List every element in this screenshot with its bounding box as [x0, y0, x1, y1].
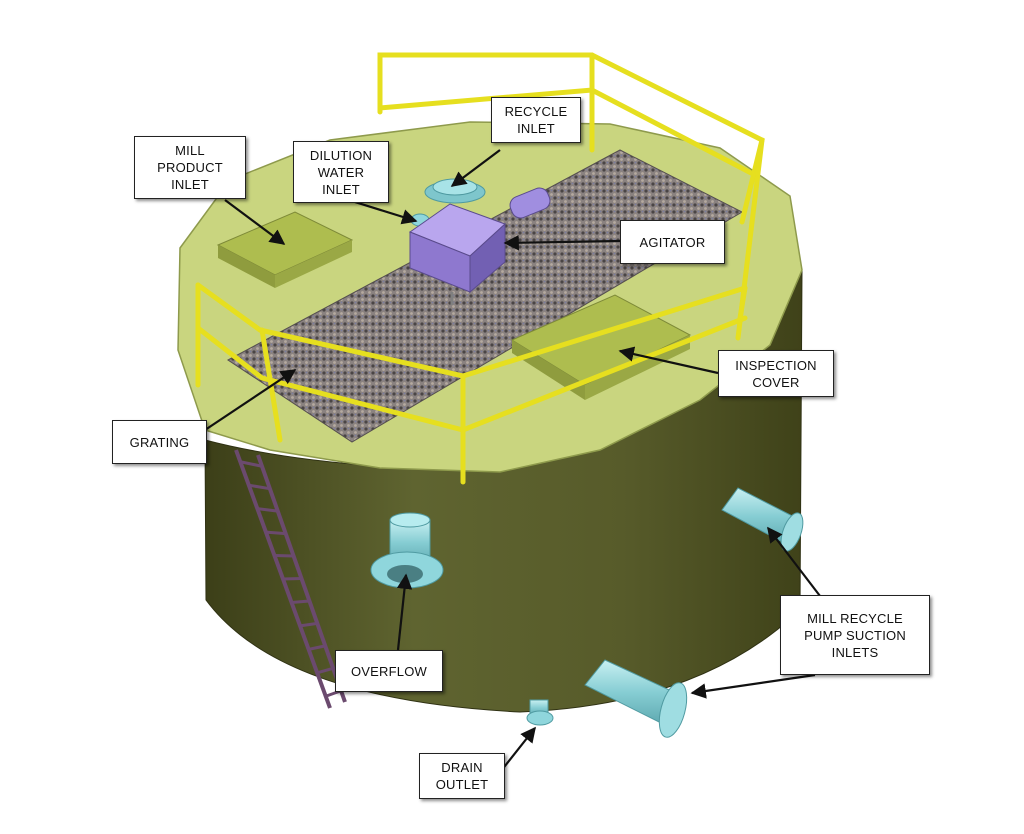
ladder-rung [308, 644, 326, 651]
label-recycle-inlet: RECYCLE INLET [491, 97, 581, 143]
ladder-rung [257, 507, 278, 513]
ladder-rung [299, 621, 318, 628]
label-overflow: OVERFLOW [335, 650, 443, 692]
leader-arrows [195, 149, 821, 772]
label-grating: GRATING [112, 420, 207, 464]
ladder-rung [316, 666, 334, 675]
label-mill-recycle-pump-suction-inlets: MILL RECYCLE PUMP SUCTION INLETS [780, 595, 930, 675]
label-dilution-water-inlet: DILUTION WATER INLET [293, 141, 389, 203]
ladder-rung [282, 577, 302, 581]
drain-outlet-pipe [526, 699, 554, 726]
label-drain-outlet: DRAIN OUTLET [419, 753, 505, 799]
agitator [408, 187, 551, 305]
railing-front [195, 282, 748, 485]
ladder-rung [239, 460, 263, 468]
overflow-pipe [370, 512, 444, 589]
label-agitator: AGITATOR [620, 220, 725, 264]
recycle-inlet-pipe [424, 178, 486, 204]
mill-recycle-pump-suction-inlet-lower [584, 659, 688, 738]
ladder-rung [291, 599, 310, 604]
ladder-rung [274, 554, 294, 558]
label-mill-product-inlet: MILL PRODUCT INLET [134, 136, 246, 199]
ladder-rung [248, 483, 271, 491]
label-inspection-cover: INSPECTION COVER [718, 350, 834, 397]
ladder-rung [265, 530, 286, 536]
